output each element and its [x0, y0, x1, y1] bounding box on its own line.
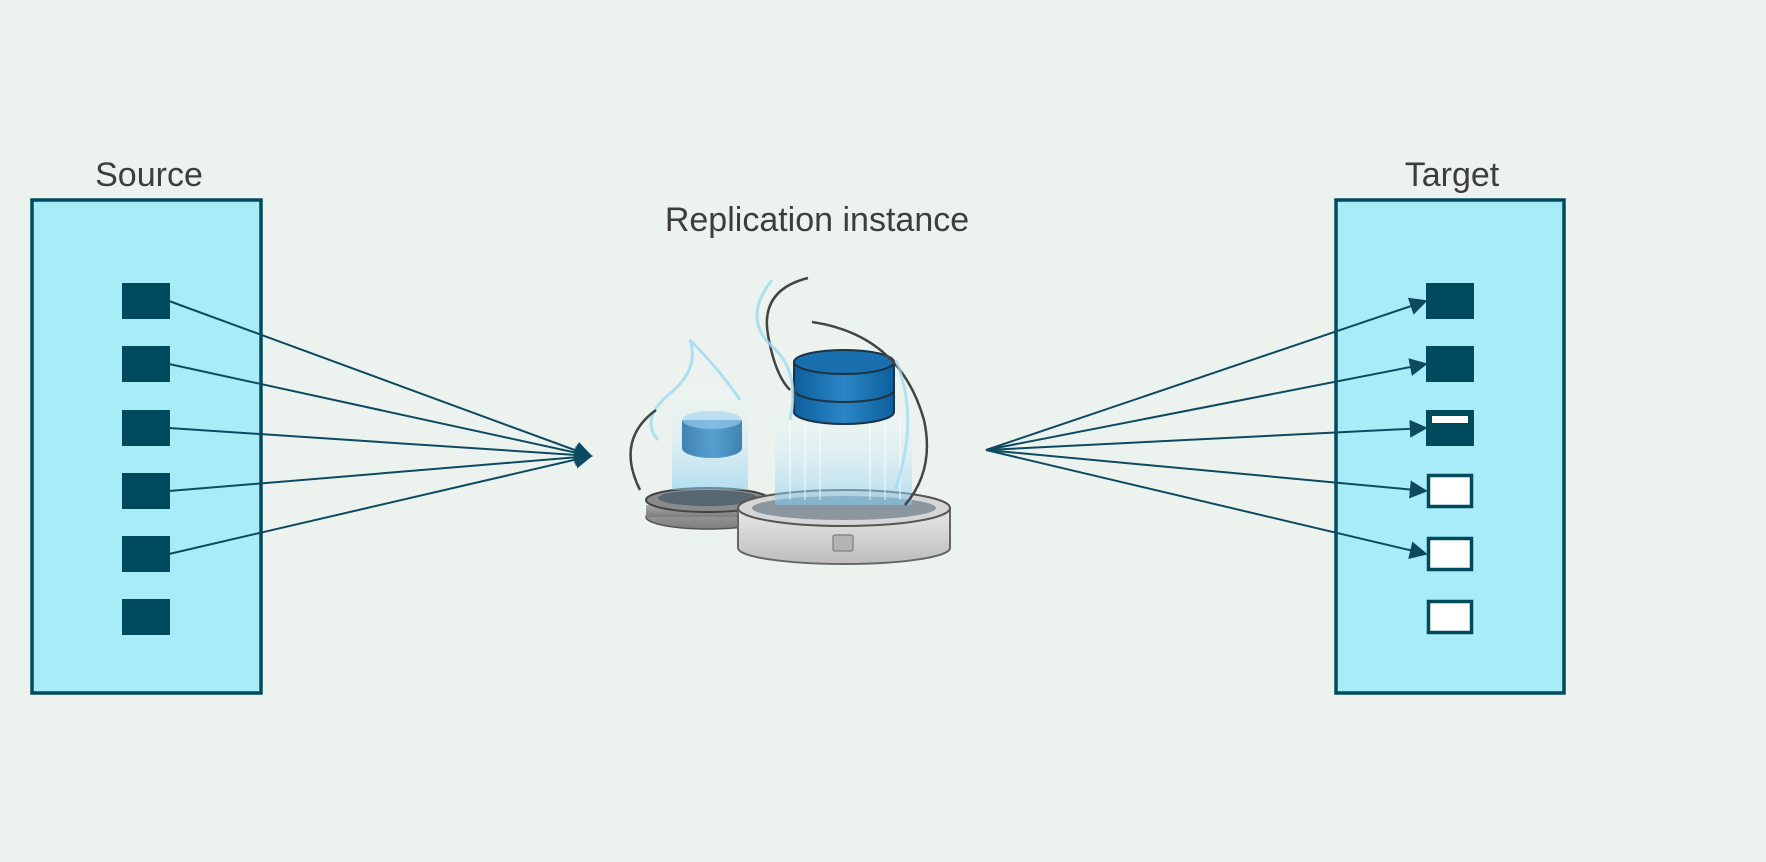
source-group: Source [30, 156, 263, 695]
target-title: Target [1405, 156, 1500, 194]
arrow-out-3 [985, 419, 1428, 451]
source-table-list [122, 283, 170, 635]
target-table-4 [1426, 473, 1474, 509]
target-table-1 [1426, 283, 1474, 319]
source-table-4 [122, 473, 170, 509]
arrow-in-1 [168, 300, 593, 459]
replication-group: Replication instance [629, 201, 969, 565]
source-table-5 [122, 536, 170, 572]
arrow-in-4 [168, 448, 593, 492]
arrow-in-2 [168, 363, 593, 462]
arrow-in-5 [168, 450, 593, 555]
target-table-2 [1426, 346, 1474, 382]
arrow-in-3 [168, 427, 593, 464]
target-group: Target [1334, 156, 1566, 695]
arrow-out-4 [985, 449, 1428, 499]
source-table-3 [122, 410, 170, 446]
arrow-out-5 [985, 449, 1428, 560]
target-table-6 [1426, 599, 1474, 635]
source-table-1 [122, 283, 170, 319]
incoming-arrows [168, 300, 593, 555]
target-table-5 [1426, 536, 1474, 572]
arrow-out-2 [985, 358, 1428, 451]
arrow-out-1 [985, 297, 1428, 451]
replication-title: Replication instance [665, 201, 969, 239]
replication-database-icon [629, 276, 951, 565]
target-table-3 [1426, 410, 1474, 446]
source-table-2 [122, 346, 170, 382]
source-table-6 [122, 599, 170, 635]
source-title: Source [95, 156, 203, 194]
outgoing-arrows [985, 297, 1428, 560]
